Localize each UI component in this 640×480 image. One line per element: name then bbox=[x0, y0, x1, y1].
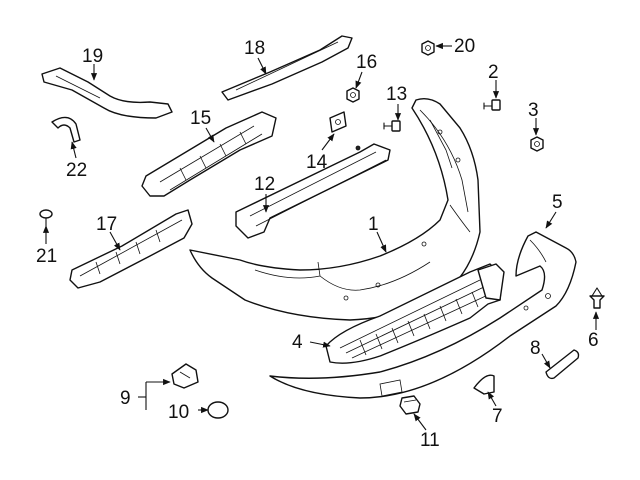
callout-1: 1 bbox=[368, 214, 379, 235]
bracket-part-14 bbox=[329, 111, 361, 151]
callout-20: 20 bbox=[454, 36, 475, 57]
nut-part-3 bbox=[530, 136, 544, 152]
bracket-part-7 bbox=[473, 374, 495, 395]
reflector-part-8 bbox=[545, 349, 580, 380]
impact-bar-part bbox=[235, 143, 391, 239]
callout-16: 16 bbox=[356, 52, 377, 73]
callout-7: 7 bbox=[492, 406, 503, 427]
callout-2: 2 bbox=[488, 62, 499, 83]
callout-15: 15 bbox=[190, 108, 211, 129]
lower-valance-part bbox=[269, 231, 577, 399]
callout-9: 9 bbox=[120, 388, 131, 409]
callout-13: 13 bbox=[386, 84, 407, 105]
step-pad-part bbox=[325, 263, 505, 364]
bolt-part-13 bbox=[383, 120, 401, 132]
callout-12: 12 bbox=[254, 174, 275, 195]
cap-part-10 bbox=[207, 401, 229, 419]
bolt-part-2 bbox=[483, 99, 501, 111]
sensor-part-11 bbox=[399, 395, 421, 415]
sensor-bracket-part-9 bbox=[171, 363, 199, 389]
push-clip-part-6 bbox=[589, 287, 605, 309]
upper-strip-part bbox=[221, 35, 353, 101]
callout-17: 17 bbox=[96, 214, 117, 235]
callout-11: 11 bbox=[420, 430, 440, 451]
leader-lines bbox=[42, 42, 600, 431]
spacer-part-22 bbox=[51, 116, 81, 143]
callout-10: 10 bbox=[168, 402, 189, 423]
callout-4: 4 bbox=[292, 332, 303, 353]
screw-part-21 bbox=[39, 209, 53, 227]
callout-14: 14 bbox=[306, 152, 328, 173]
callout-21: 21 bbox=[36, 246, 57, 267]
callout-18: 18 bbox=[244, 38, 265, 59]
callout-19: 19 bbox=[82, 46, 103, 67]
side-trim-part bbox=[41, 67, 173, 119]
side-bracket-part-15 bbox=[141, 111, 277, 197]
callout-6: 6 bbox=[588, 330, 599, 351]
callout-labels: 1 2 3 4 5 6 7 8 9 10 11 12 13 14 15 16 1… bbox=[36, 36, 599, 451]
callout-3: 3 bbox=[528, 100, 539, 121]
nut-part-16 bbox=[346, 87, 360, 103]
bumper-cover-part bbox=[189, 97, 481, 321]
callout-22: 22 bbox=[66, 160, 87, 181]
side-bracket-part-17 bbox=[69, 209, 193, 289]
callout-8: 8 bbox=[530, 338, 541, 359]
nut-part-20 bbox=[421, 40, 435, 56]
callout-5: 5 bbox=[552, 192, 563, 213]
